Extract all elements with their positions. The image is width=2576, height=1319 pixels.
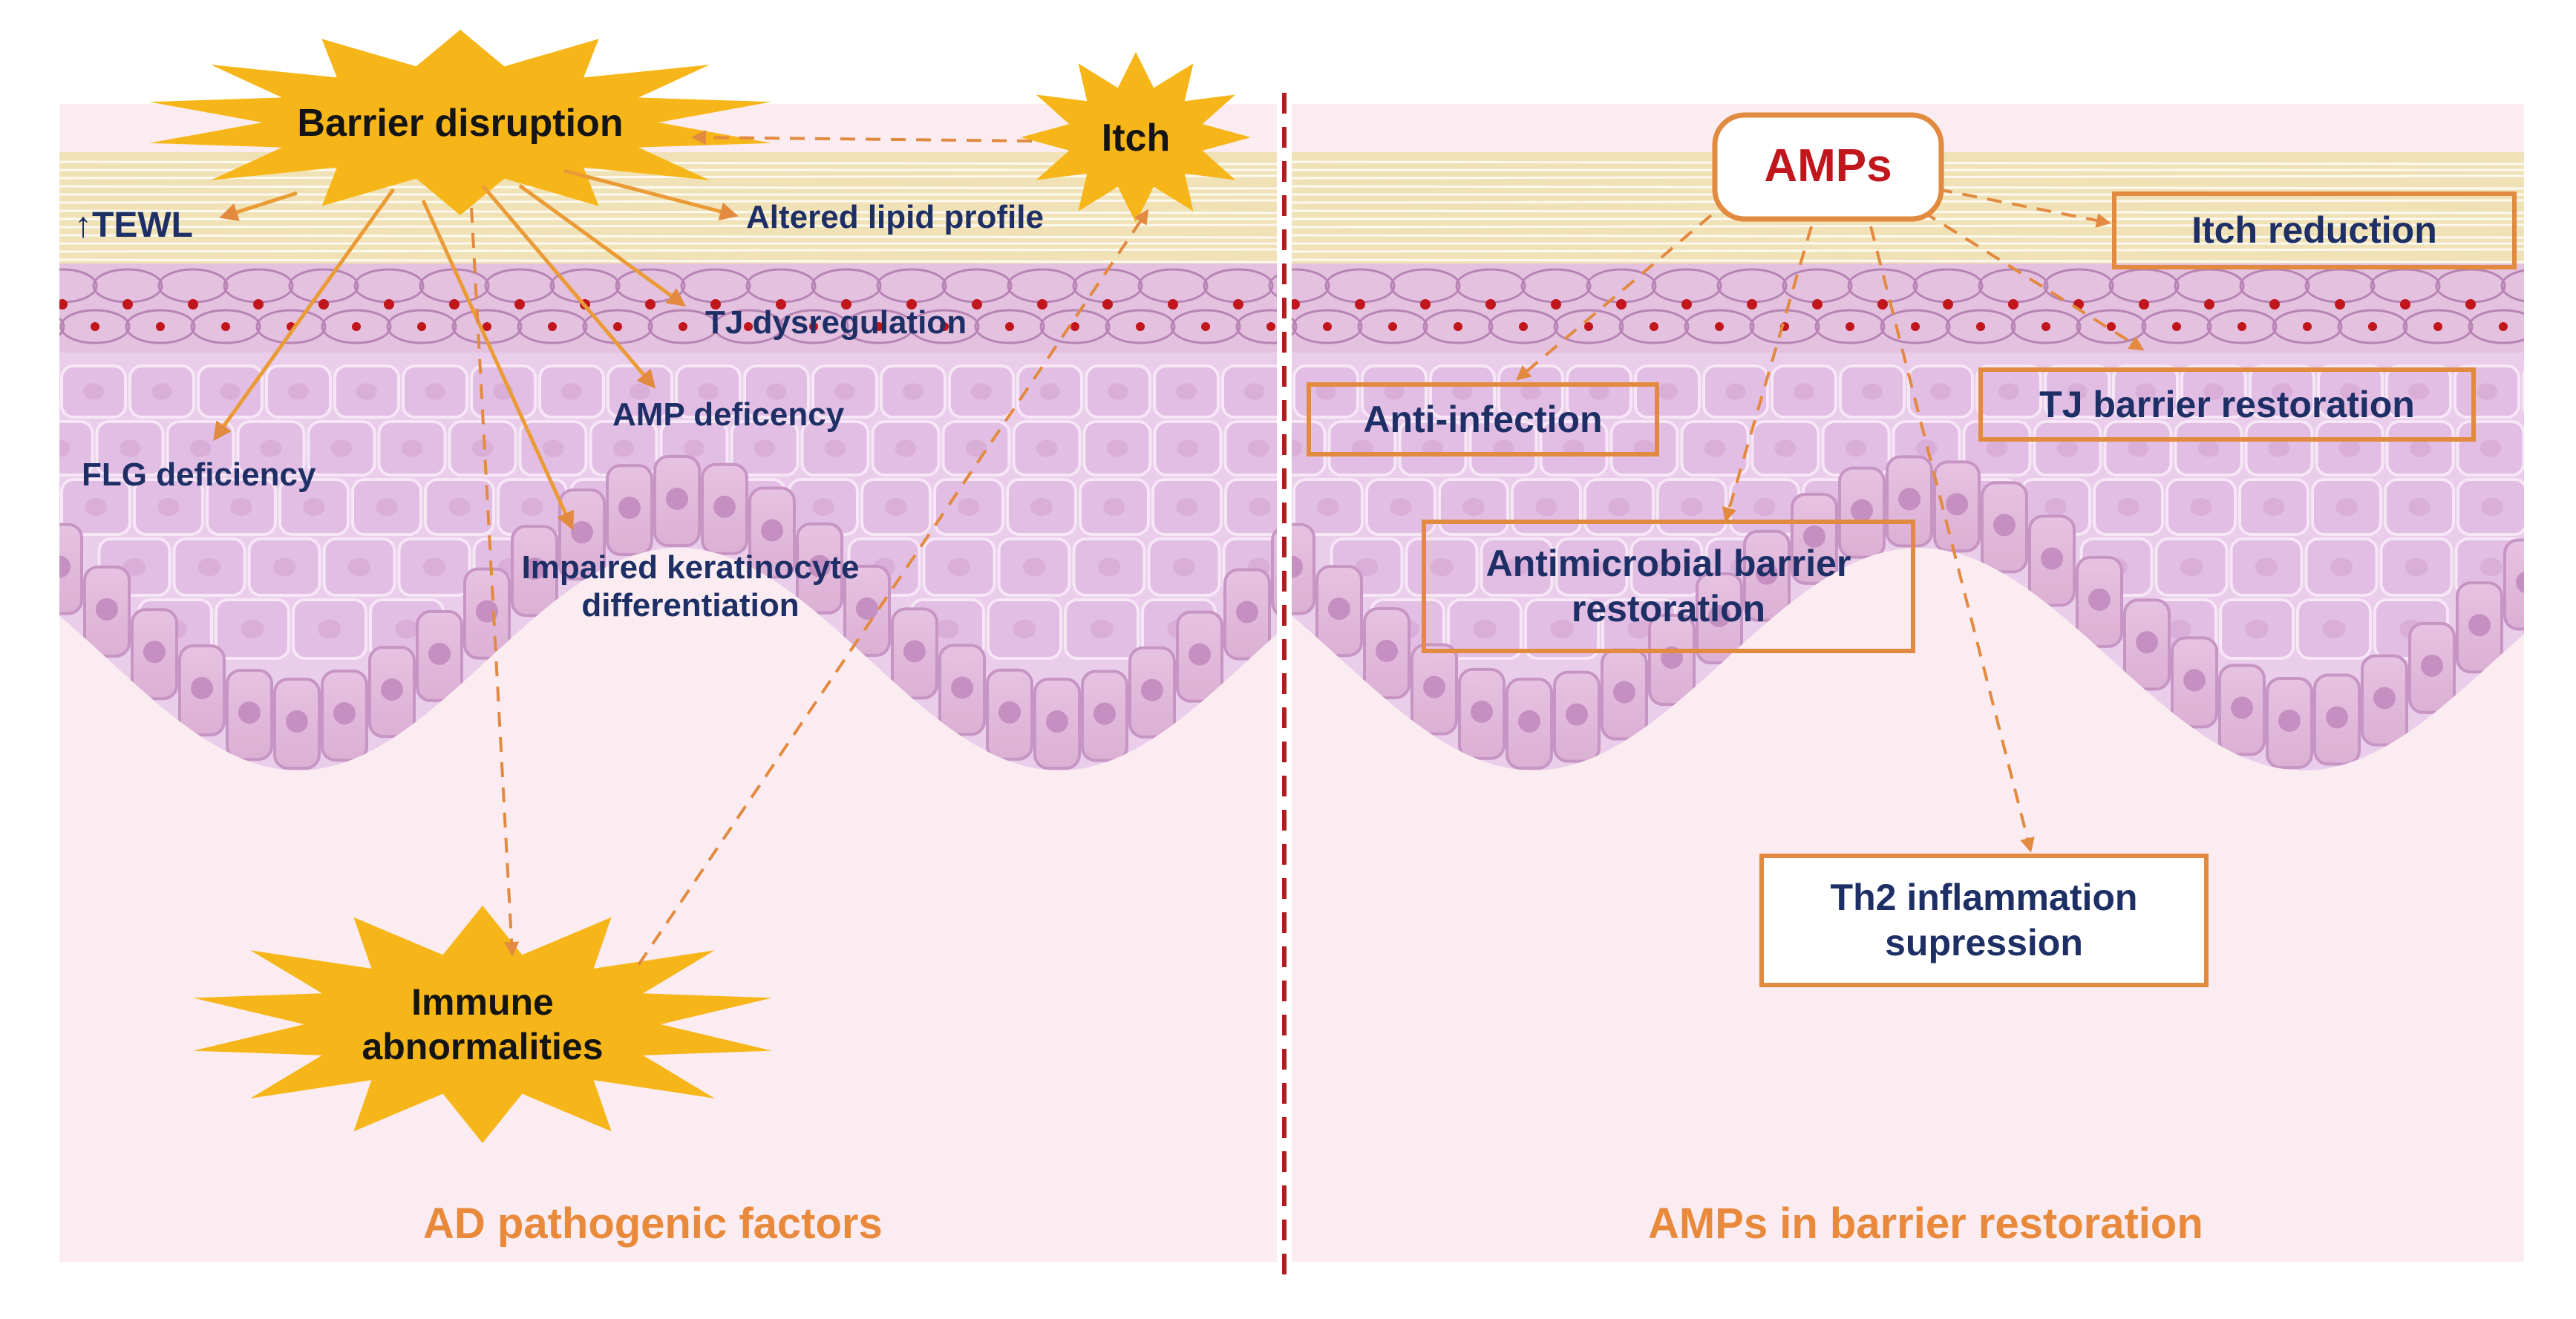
flg-deficiency-label: FLG deficiency: [82, 456, 316, 493]
barrier-disruption-star: [148, 30, 772, 215]
itch-reduction-box: Itch reduction: [2112, 192, 2517, 269]
antimicrobial-restoration-box: Antimicrobial barrier restoration: [1422, 520, 1915, 653]
impaired-line2: differentiation: [581, 586, 800, 624]
amps-label: AMPs: [1764, 140, 1892, 192]
basal-cell-layer: [1292, 455, 2524, 770]
tewl-label: ↑TEWL: [74, 205, 193, 246]
itch-label: Itch: [1101, 117, 1171, 160]
immune-line1: Immune: [411, 981, 554, 1023]
immune-abnormalities-label: Immune abnormalities: [312, 980, 653, 1069]
tj-dysregulation-label: TJ dysregulation: [705, 304, 967, 341]
antimicrobial-line1: Antimicrobial barrier: [1485, 543, 1851, 584]
immune-abnormalities-star: [193, 906, 772, 1143]
basal-cell-layer: [59, 455, 1277, 770]
amps-dashed-arrows: [1515, 188, 2145, 853]
barrier-disruption-label: Barrier disruption: [297, 102, 624, 145]
amp-deficiency-label: AMP deficency: [612, 396, 845, 433]
antimicrobial-line2: restoration: [1571, 588, 1766, 629]
th2-suppression-box: Th2 inflammation supression: [1759, 854, 2209, 987]
keratinocyte-cells: [59, 364, 1277, 660]
tj-barrier-restoration-box: TJ barrier restoration: [1978, 367, 2476, 442]
th2-line2: supression: [1885, 922, 2083, 963]
th2-line1: Th2 inflammation: [1830, 877, 2138, 918]
amps-box: [1712, 112, 1944, 222]
impaired-differentiation-label: Impaired keratinocyte differentiation: [483, 549, 898, 624]
tight-junction-cells: [1292, 268, 2524, 344]
impaired-line1: Impaired keratinocyte: [521, 549, 860, 586]
left-caption: AD pathogenic factors: [423, 1199, 883, 1248]
tewl-text: TEWL: [92, 206, 193, 245]
barrier-effect-arrows: [213, 168, 739, 531]
altered-lipid-label: Altered lipid profile: [746, 199, 1044, 235]
itch-star: [1021, 52, 1251, 223]
right-caption: AMPs in barrier restoration: [1648, 1199, 2203, 1248]
anti-infection-box: Anti-infection: [1307, 382, 1659, 456]
immune-line2: abnormalities: [362, 1026, 604, 1067]
tewl-up-arrow: ↑: [74, 206, 92, 245]
tight-junction-cells: [59, 268, 1277, 344]
pathogenic-dashed-arrows: [470, 130, 1149, 966]
